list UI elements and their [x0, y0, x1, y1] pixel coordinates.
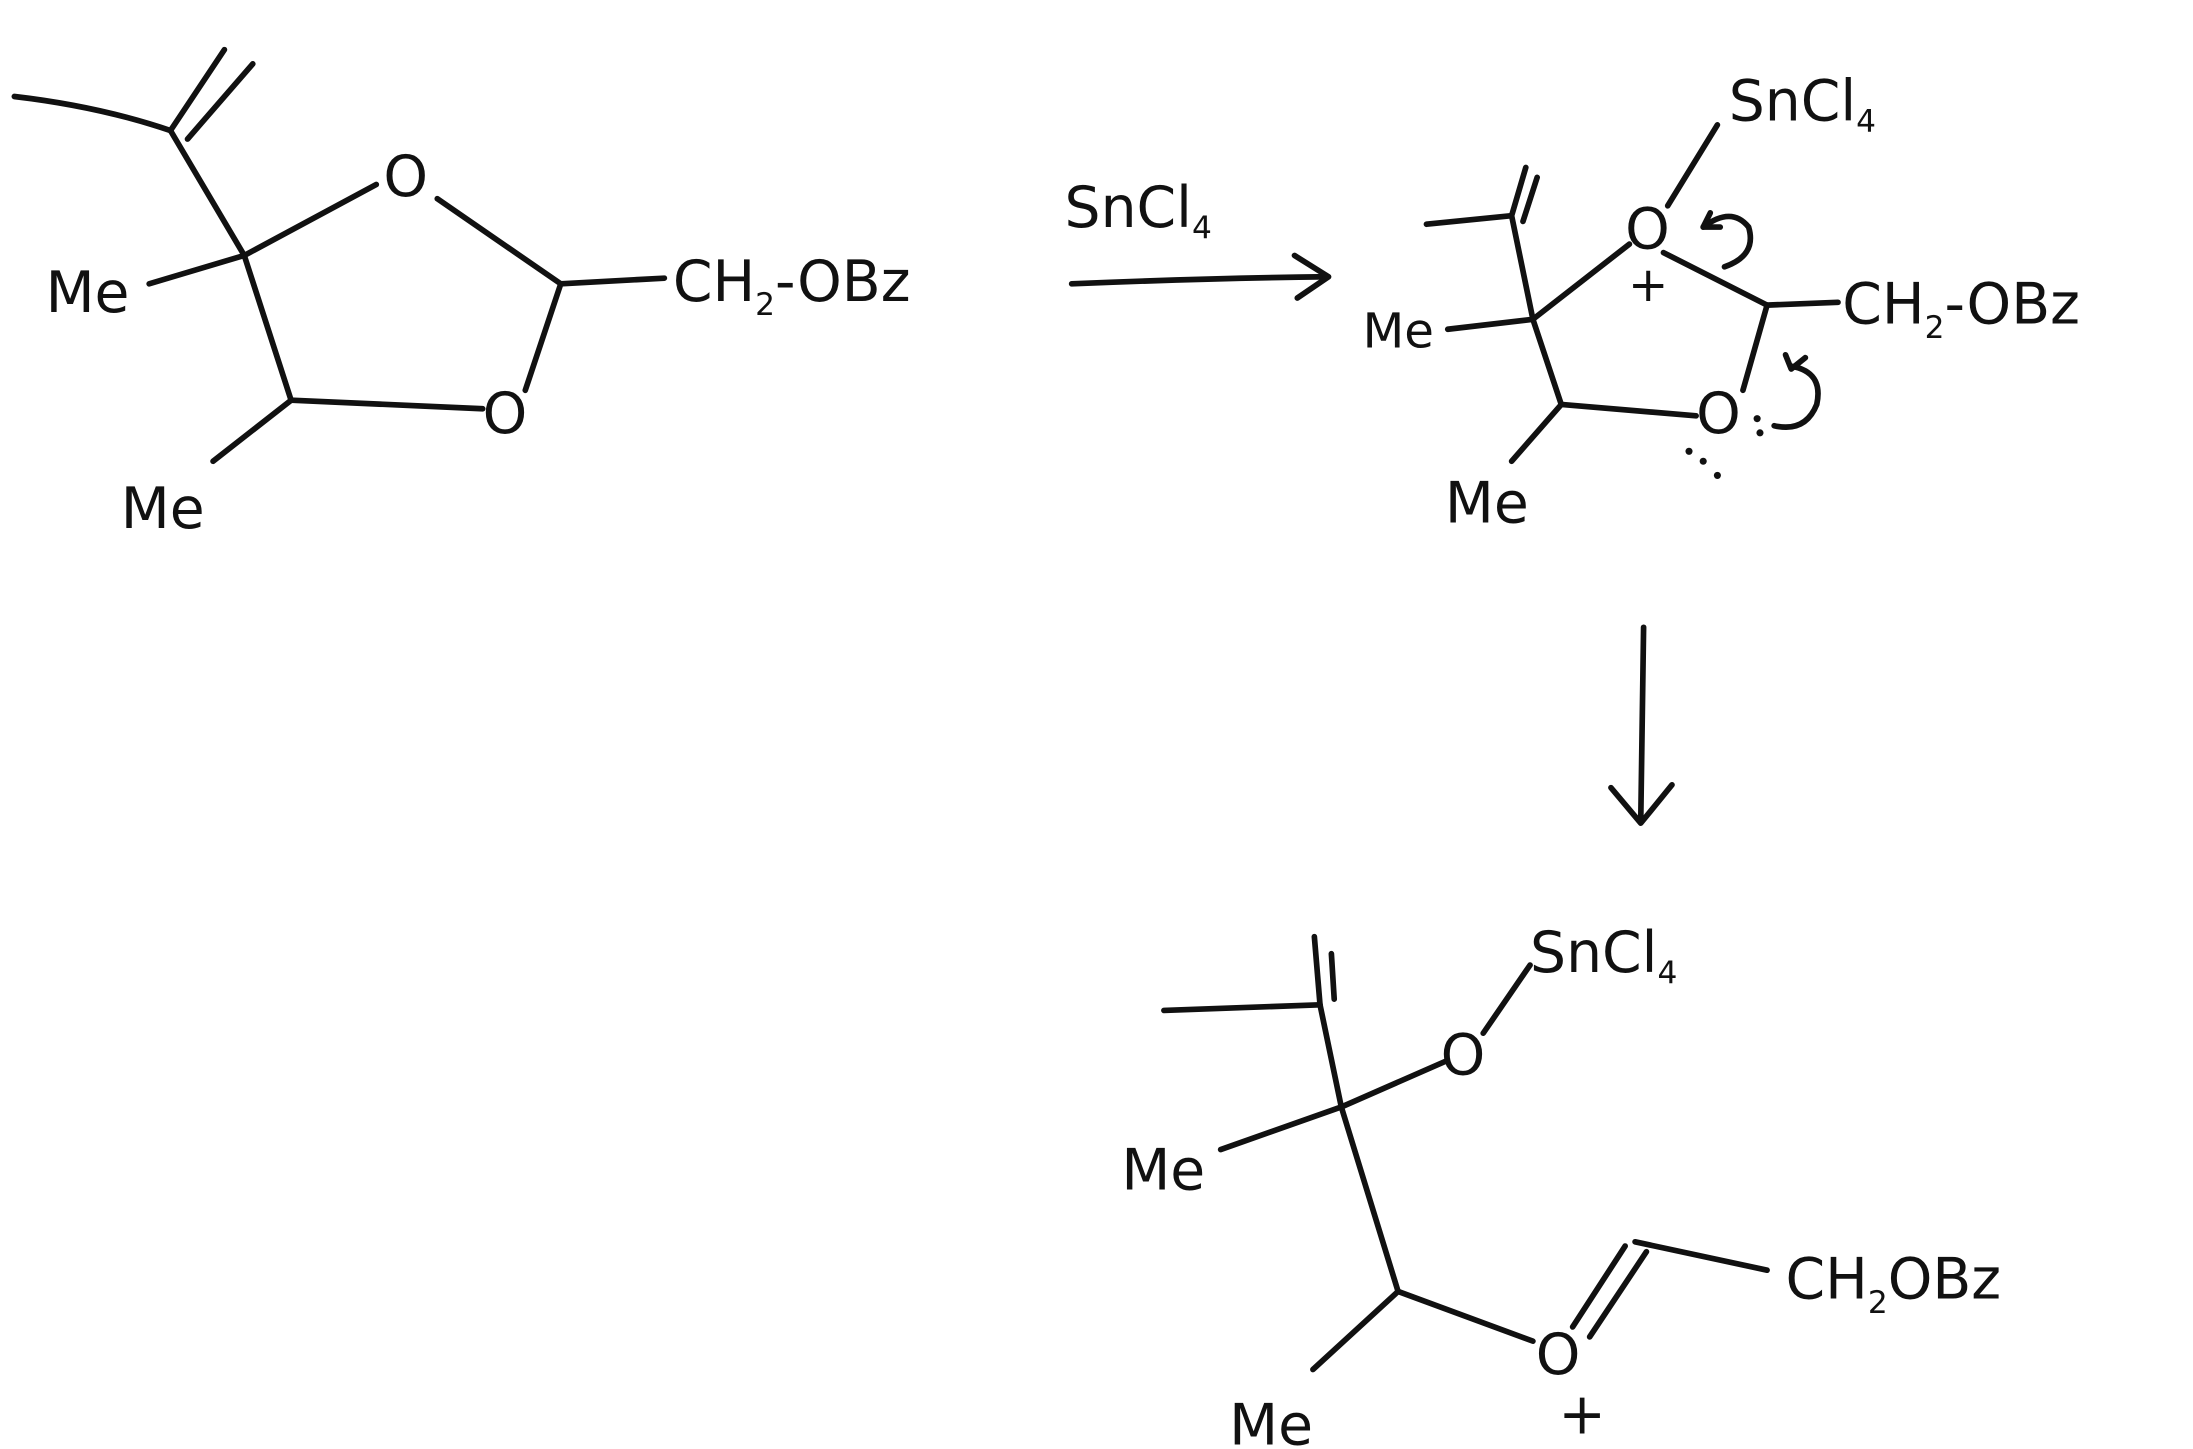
arrow-shaft: [1637, 624, 1647, 824]
product-me-1: Me: [1121, 1137, 1205, 1203]
bond-o-sncl4: [1664, 122, 1721, 209]
intermediate-structure: O + O SnCl4 Me Me CH2-OBz: [1363, 69, 2080, 537]
arrow-head: [1608, 781, 1675, 826]
lone-pair-dot: [1753, 415, 1761, 423]
bond-quaternary-o: [1530, 241, 1633, 323]
bond-alkene-double-1: [1311, 933, 1323, 1008]
bond-c-ch2: [1632, 1238, 1770, 1274]
intermediate-sncl4: SnCl4: [1729, 69, 1876, 140]
intermediate-substituent: CH2-OBz: [1842, 272, 2080, 346]
bond-ch-me: [210, 397, 294, 465]
bond-ch-me: [1508, 401, 1565, 465]
lone-pair-dot: [1756, 429, 1764, 437]
bond-alkene-quaternary: [1317, 1001, 1345, 1110]
product-me-2: Me: [1229, 1393, 1313, 1449]
lone-pair-dot: [1685, 447, 1693, 455]
intermediate-me-1: Me: [1363, 304, 1434, 360]
bond-alkene-double-1: [167, 46, 228, 134]
bond-quaternary-o: [241, 181, 380, 259]
bond-ch-quaternary: [1530, 316, 1565, 408]
bond-alkene-double-2: [1328, 950, 1338, 1002]
curved-arrow-2: [1771, 363, 1821, 430]
bond-o2-ch: [288, 397, 486, 412]
product-charge: +: [1558, 1381, 1606, 1447]
bond-o-sncl4: [1480, 962, 1533, 1037]
arrow-label: SnCl4: [1065, 175, 1212, 246]
product-structure: O SnCl4 Me O + Me CH2OBz: [1121, 920, 2001, 1449]
bond-alkene-double-2: [184, 61, 256, 142]
bond-ch-o: [1395, 1288, 1536, 1344]
bond-acetal-o2: [1740, 302, 1770, 394]
intermediate-o-top: O: [1625, 196, 1670, 262]
reactant-me-1: Me: [46, 260, 130, 326]
lone-pair-dot: [1699, 457, 1707, 465]
curved-arrow-2-head: [1782, 351, 1809, 372]
product-substituent: CH2OBz: [1786, 1247, 2002, 1321]
product-o-oxocarbenium: O: [1536, 1322, 1581, 1388]
arrow-shaft: [1068, 273, 1330, 287]
bond-quaternary-o: [1338, 1058, 1448, 1110]
intermediate-charge: +: [1628, 257, 1668, 313]
reaction-arrow-down: [1608, 624, 1675, 826]
bond-o-c-double-2: [1586, 1248, 1650, 1340]
reactant-o-top: O: [383, 144, 428, 210]
intermediate-o-bottom: O: [1696, 381, 1741, 447]
reactant-structure: Me O O Me CH2-OBz: [11, 46, 911, 542]
curved-arrow-1: [1700, 213, 1754, 270]
bond-acetal-ch2: [1764, 299, 1841, 308]
bond-me-quaternary: [146, 252, 248, 287]
reactant-me-2: Me: [121, 476, 205, 542]
bond-ch-me: [1310, 1288, 1401, 1373]
product-o-top: O: [1441, 1022, 1486, 1088]
lone-pair-dot: [1713, 471, 1721, 479]
bond-me-quaternary: [1444, 316, 1536, 333]
bond-quaternary-ch: [1338, 1104, 1401, 1295]
bond-methyl-alkene: [1161, 1001, 1323, 1014]
bond-methyl-alkene: [11, 93, 174, 134]
intermediate-me-2: Me: [1445, 470, 1529, 536]
bond-alkene-double-1: [1508, 164, 1529, 219]
bond-me-quaternary: [1217, 1104, 1345, 1153]
bond-ch-quaternary: [241, 252, 294, 404]
reactant-substituent: CH2-OBz: [673, 249, 911, 323]
reagent-arrow: SnCl4: [1065, 175, 1332, 301]
bond-methyl-alkene: [1423, 212, 1515, 228]
bond-acetal-ch2: [557, 275, 668, 287]
bond-o-acetal: [434, 195, 564, 287]
bond-acetal-o2: [522, 281, 564, 394]
bond-alkene-double-2: [1520, 174, 1540, 225]
bond-o-acetal: [1660, 249, 1770, 308]
product-sncl4: SnCl4: [1530, 920, 1677, 991]
curved-arrow-1-head: [1700, 210, 1724, 230]
bond-o2-ch: [1558, 401, 1699, 419]
bond-alkene-quaternary: [1508, 212, 1536, 323]
bond-o-c-double-1: [1569, 1243, 1628, 1330]
reactant-o-bottom: O: [483, 381, 528, 447]
bond-alkene-quaternary: [167, 127, 248, 259]
arrow-head: [1291, 252, 1332, 301]
